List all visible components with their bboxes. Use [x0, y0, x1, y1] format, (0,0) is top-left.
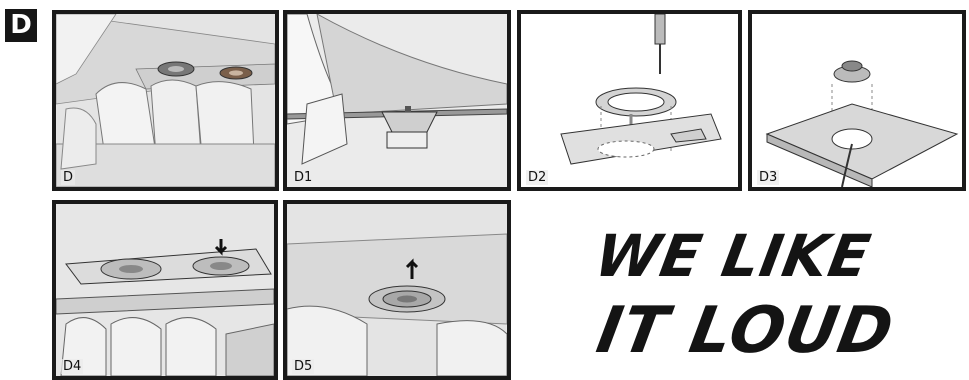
panel-d2-mounting-ring: D2 [517, 10, 742, 191]
panel-d5-deck-mounted: D5 [283, 200, 511, 380]
deck-mounted-illustration [287, 204, 507, 376]
slogan-line-2: IT LOUD [591, 294, 934, 368]
panel-d1-cross-section: D1 [283, 10, 511, 191]
car-interior-illustration [56, 14, 275, 187]
slogan-line-1: WE LIKE [590, 222, 932, 290]
panel-d1-label: D1 [292, 170, 314, 185]
mounting-ring-illustration [521, 14, 738, 187]
panel-d2-label: D2 [526, 170, 548, 185]
speaker-cross-section-illustration [287, 14, 507, 187]
panel-d3-label: D3 [757, 170, 779, 185]
deck-install-illustration [56, 204, 274, 376]
section-badge: D [5, 9, 37, 42]
speaker-placement-illustration [752, 14, 962, 187]
panel-d3-speaker-placement: D3 [748, 10, 966, 191]
panel-d4-deck-install: D4 [52, 200, 278, 380]
panel-d-car-interior: D [52, 10, 279, 191]
panel-d5-label: D5 [292, 359, 314, 374]
panel-d4-label: D4 [61, 359, 83, 374]
panel-d-label: D [61, 170, 75, 185]
